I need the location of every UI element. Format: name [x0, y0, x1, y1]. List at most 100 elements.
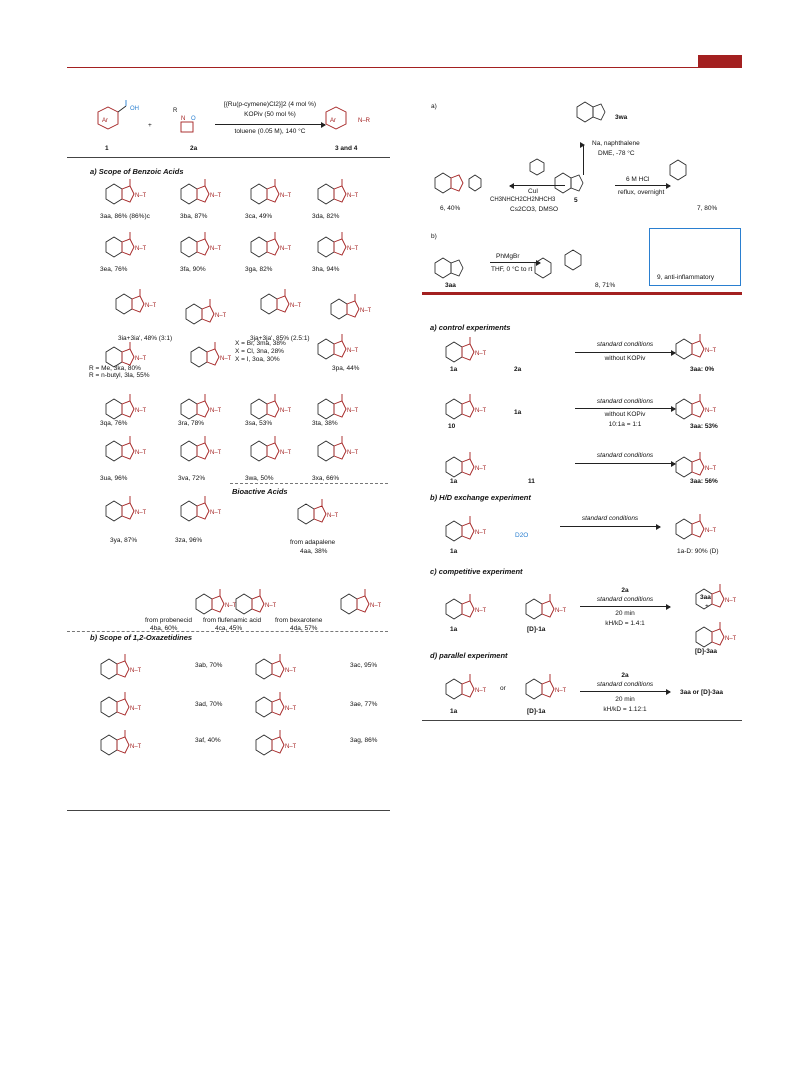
svg-text:N–Ts: N–Ts	[265, 603, 276, 609]
bioactive-product-label: from adapalene	[290, 539, 336, 546]
benzoic-acid-product-label: 3ga, 82%	[245, 266, 273, 273]
c3-arrow	[575, 460, 676, 467]
svg-text:N–Ts: N–Ts	[475, 351, 486, 357]
svg-text:N–Ts: N–Ts	[135, 246, 146, 252]
hd-prod: 1a-D: 90% (D)	[677, 548, 719, 555]
isoindolinone-structure: N–Ts	[317, 436, 358, 462]
benzoic-acid-product-label: X = I, 3oa, 30%	[235, 356, 280, 363]
c2-without: without KOPiv	[604, 411, 646, 418]
c3-sm: 1a	[450, 478, 458, 485]
arrow-hcl	[615, 182, 671, 189]
isoindolinone-structure: N–Ts	[297, 499, 338, 525]
isoindolinone-structure: N–Ts	[445, 516, 486, 542]
par-2a: 2a	[621, 672, 629, 679]
benzoic-acid-product-label: 3ea, 76%	[100, 266, 128, 273]
par-arrow	[580, 688, 671, 695]
benzoic-acid-product-label: 3va, 72%	[178, 475, 206, 482]
bioactive-product-label: 4ba, 60%	[150, 625, 178, 632]
svg-text:N–Ts: N–Ts	[215, 313, 226, 319]
svg-text:N–Ts: N–Ts	[145, 303, 156, 309]
isoindolinone-structure: N–Ts	[317, 394, 358, 420]
cond-cui: CuI	[528, 188, 539, 195]
benzoic-acid-product-label: 3wa, 50%	[245, 475, 274, 482]
condition-additive: KOPiv (50 mol %)	[244, 111, 296, 118]
sm-3wa: 3wa	[615, 114, 628, 121]
svg-text:N–Ts: N–Ts	[280, 450, 291, 456]
svg-text:N–Ts: N–Ts	[705, 466, 716, 472]
comp-3aa: 3aa	[700, 594, 711, 601]
c1-prod: 3aa: 0%	[690, 366, 715, 373]
reagent-1: 1	[105, 145, 109, 152]
dashed-divider-bioactive	[230, 483, 388, 484]
svg-text:N–Ts: N–Ts	[705, 528, 716, 534]
par-time: 20 min	[615, 696, 635, 703]
benzoic-acid-product-label: 3ra, 78%	[178, 420, 205, 427]
box-9	[649, 228, 741, 286]
svg-text:N–Ts: N–Ts	[725, 636, 736, 642]
right-bottom-rule	[422, 720, 742, 721]
isoindolinone-structure: N–Ts	[190, 342, 231, 368]
isoindolinone-structure: N–Ts	[105, 496, 146, 522]
isoindolinone-structure: N–Ts	[250, 232, 291, 258]
svg-text:N–Ts: N–Ts	[135, 193, 146, 199]
oxazetidine-product-label: 3ab, 70%	[195, 662, 223, 669]
isoindolinone-structure: N–Ts	[105, 394, 146, 420]
cond-cui-3: Cs2CO3, DMSO	[510, 206, 559, 213]
oxazetidine-product-label: 3af, 40%	[195, 737, 221, 744]
c1-reag: 2a	[514, 366, 522, 373]
isoindolinone-structure: N–Ts	[180, 394, 221, 420]
svg-text:N–Ts: N–Ts	[360, 308, 371, 314]
benzoic-acid-product-label: X = Br, 3ma, 38%	[235, 340, 286, 347]
benzoic-acid-product-label: 3qa, 76%	[100, 420, 128, 427]
svg-text:N–Ts: N–Ts	[705, 408, 716, 414]
isoindolinone-structure: N–Ts	[105, 232, 146, 258]
benzoic-acid-product-label: 3ta, 38%	[312, 420, 338, 427]
benzoic-acid-product-label: 3ba, 87%	[180, 213, 208, 220]
svg-text:N–Ts: N–Ts	[280, 408, 291, 414]
oxazetidine-product-label: 3ad, 70%	[195, 701, 223, 708]
hd-reag: D2O	[515, 532, 529, 539]
isoindolinone-structure: N–Ts	[105, 436, 146, 462]
par-kie: kH/kD = 1.12:1	[603, 706, 647, 713]
bioactive-product-label: from bexarotene	[275, 617, 323, 624]
comp-plus: +	[705, 603, 709, 610]
c2-std: standard conditions	[596, 398, 654, 405]
benzoic-acid-product-label: 3ca, 49%	[245, 213, 273, 220]
isoindolinone-structure: N–Ts	[675, 334, 716, 360]
right-rule-thick	[422, 292, 742, 295]
comp-2a: 2a	[621, 587, 629, 594]
isoindolinone-structure: N–Ts	[675, 514, 716, 540]
isoindolinone-structure: N–Ts	[100, 692, 141, 718]
svg-text:N–Ts: N–Ts	[705, 348, 716, 354]
isoindolinone-structure: N–Ts	[445, 394, 486, 420]
bioactive-product-label: from probenecid	[145, 617, 192, 624]
section-bioactive: Bioactive Acids	[232, 487, 288, 496]
svg-text:N–Ts: N–Ts	[280, 193, 291, 199]
benzoic-acid-product-label: 3xa, 66%	[312, 475, 340, 482]
isoindolinone-structure: N–Ts	[260, 289, 301, 315]
cond-hcl-2: reflux, overnight	[618, 189, 665, 196]
box-9-label: 9, anti-inflammatory	[657, 274, 715, 281]
isoindolinone-structure: N–Ts	[105, 179, 146, 205]
svg-text:N–Ts: N–Ts	[135, 510, 146, 516]
benzoic-acid-product-label: 3aa, 86% (86%)c	[100, 213, 150, 220]
c1-std: standard conditions	[596, 341, 654, 348]
svg-text:N–Ts: N–Ts	[130, 668, 141, 674]
isoindolinone-structure: N–Ts	[105, 342, 146, 368]
dashed-divider-oxazetidines	[67, 631, 388, 632]
plus-sign: +	[148, 122, 152, 129]
svg-text:N–Ts: N–Ts	[347, 450, 358, 456]
benzoic-acid-product-label: R = Me, 3ka, 80%	[89, 365, 141, 372]
svg-text:N–Ts: N–Ts	[475, 530, 486, 536]
svg-text:Ar: Ar	[330, 118, 336, 124]
b-sm-3aa: 3aa	[445, 282, 456, 289]
svg-text:N–Ts: N–Ts	[475, 408, 486, 414]
svg-text:N–Ts: N–Ts	[347, 193, 358, 199]
right-label-b: b)	[431, 233, 437, 240]
reagent-2a: 2a	[190, 145, 198, 152]
benzoic-acid-product-label: 3ua, 96%	[100, 475, 128, 482]
isoindolinone-structure: N–Ts	[695, 622, 736, 648]
cond-hcl: 6 M HCl	[626, 176, 650, 183]
isoindolinone-structure: N–Ts	[525, 594, 566, 620]
reaction-arrow	[215, 121, 326, 128]
